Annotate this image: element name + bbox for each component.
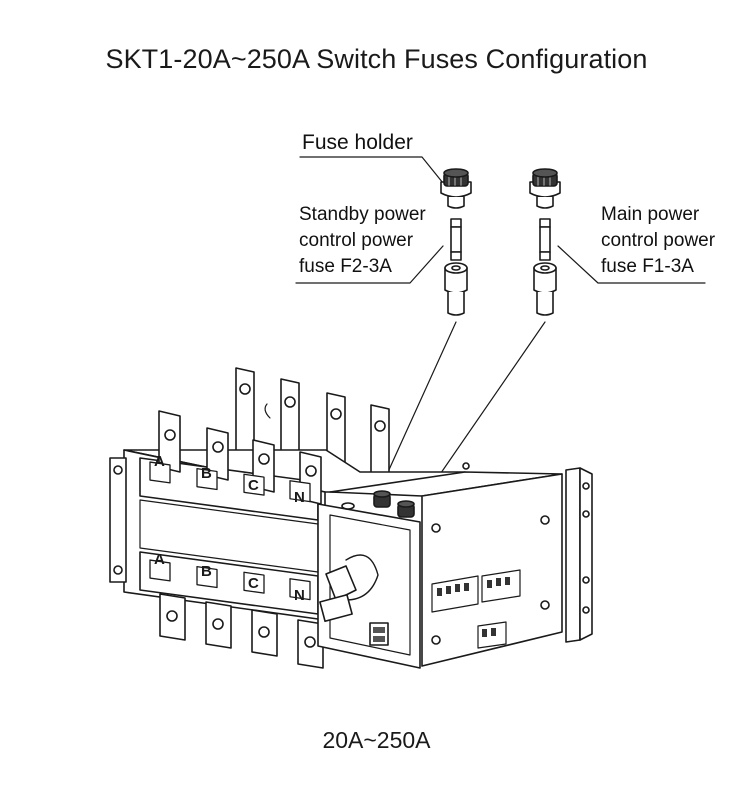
terminal-letters-bottom: A B C N: [154, 551, 305, 604]
main-line-3: fuse F1-3A: [601, 256, 694, 277]
terminal-b-top: B: [201, 465, 212, 482]
terminal-c-top: C: [248, 477, 259, 494]
standby-line-3: fuse F2-3A: [299, 256, 392, 277]
terminal-n-top: N: [294, 489, 305, 506]
fuse-holder-label: Fuse holder: [302, 130, 413, 156]
terminal-letters-top: A B C N: [154, 453, 305, 506]
fuse-holder-leader: [299, 156, 444, 184]
terminal-b-bottom: B: [201, 563, 212, 580]
terminal-boxes-bottom: [149, 559, 311, 601]
standby-line-1: Standby power: [299, 204, 426, 225]
bottom-busbars: [159, 593, 324, 669]
main-line-2: control power: [601, 230, 716, 251]
switch-body: [109, 449, 466, 621]
main-fuse-leader: [557, 245, 706, 284]
terminal-boxes-top: [149, 461, 311, 503]
standby-fuse-label: Standby power control power fuse F2-3A: [299, 202, 426, 280]
main-line-1: Main power: [601, 204, 700, 225]
standby-fuse-leader: [295, 245, 444, 284]
terminal-a-bottom: A: [154, 551, 165, 568]
terminal-blocks: [431, 569, 521, 649]
diagram-title: SKT1-20A~250A Switch Fuses Configuration: [105, 44, 648, 74]
standby-line-2: control power: [299, 230, 414, 251]
main-fuse-assembly: [529, 168, 561, 316]
standby-arrow: [377, 321, 457, 495]
terminal-n-bottom: N: [294, 587, 305, 604]
terminal-c-bottom: C: [248, 575, 259, 592]
rating-caption: 20A~250A: [322, 727, 431, 753]
controller-box: [317, 462, 593, 669]
standby-fuse-assembly: [440, 168, 472, 316]
main-arrow: [422, 321, 546, 500]
main-fuse-label: Main power control power fuse F1-3A: [601, 202, 715, 280]
back-busbars: [235, 367, 390, 493]
fuse-holder-text: Fuse holder: [302, 131, 413, 154]
terminal-a-top: A: [154, 453, 165, 470]
